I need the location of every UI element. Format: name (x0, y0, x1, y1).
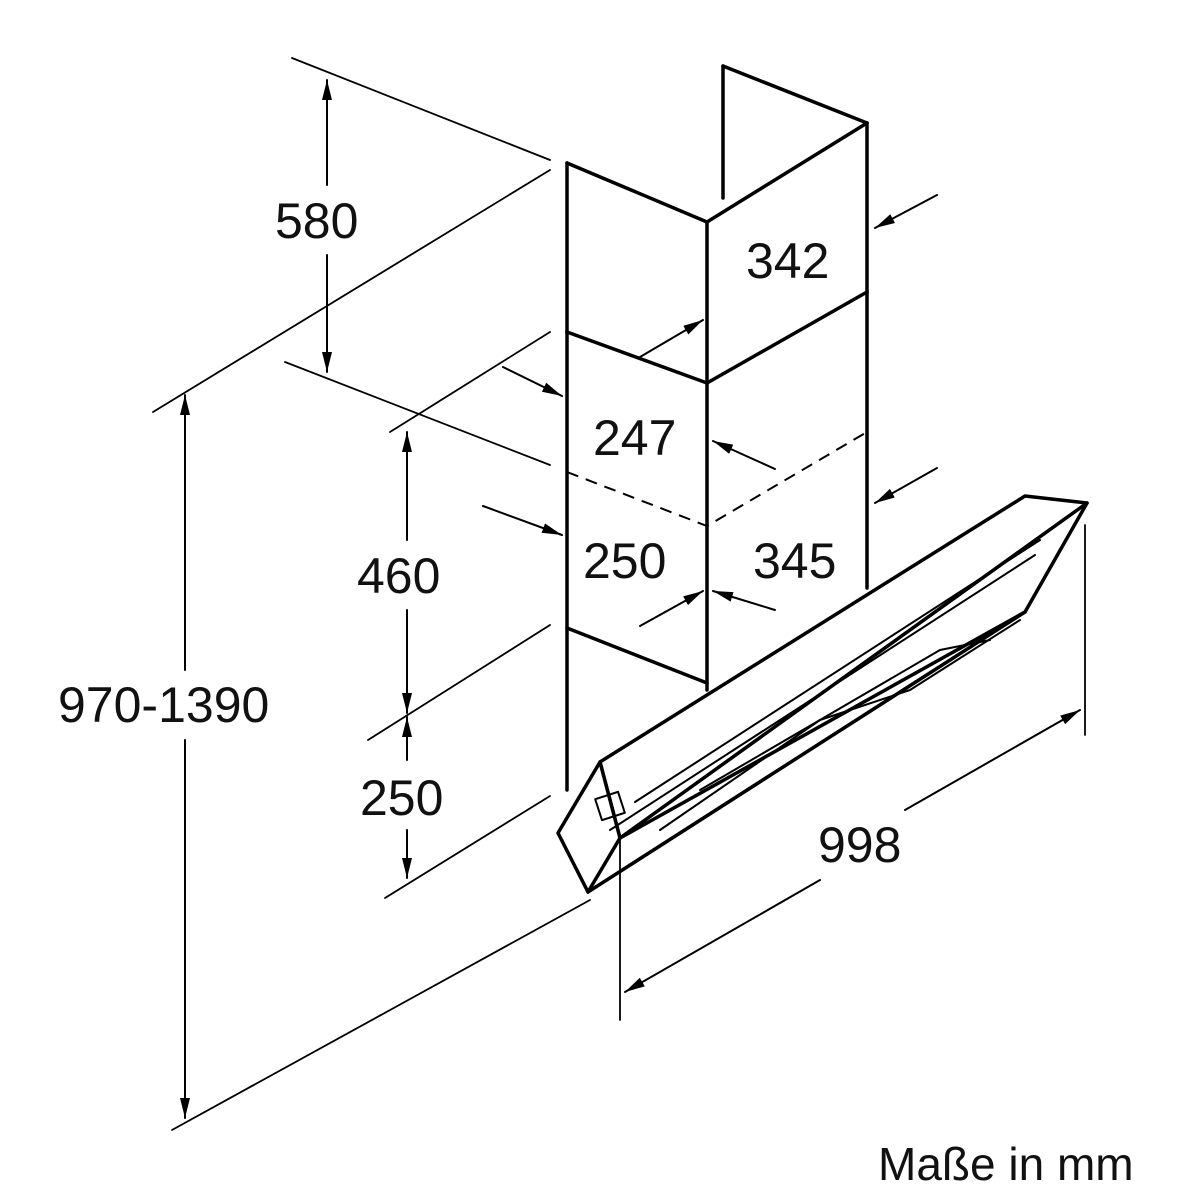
chimney-upper-section (565, 64, 869, 382)
extension-lines (152, 57, 591, 1131)
dim-250-chimney-label: 250 (583, 533, 666, 589)
dim-342-label: 342 (746, 233, 829, 289)
dim-970-1390-label: 970-1390 (58, 677, 269, 733)
dimension-arrows (180, 79, 1081, 1119)
dim-580-label: 580 (275, 193, 358, 249)
dimension-labels: 580 342 247 460 250 345 250 970-1390 998… (58, 193, 1134, 1190)
dim-460-label: 460 (357, 548, 440, 604)
chimney-lower-section (565, 290, 869, 792)
dim-998-label: 998 (818, 817, 901, 873)
unit-note: Maße in mm (878, 1138, 1134, 1190)
dim-247-label: 247 (593, 410, 676, 466)
dim-250-hood-label: 250 (360, 770, 443, 826)
hood-canopy (556, 494, 1089, 1021)
dim-345-label: 345 (753, 533, 836, 589)
